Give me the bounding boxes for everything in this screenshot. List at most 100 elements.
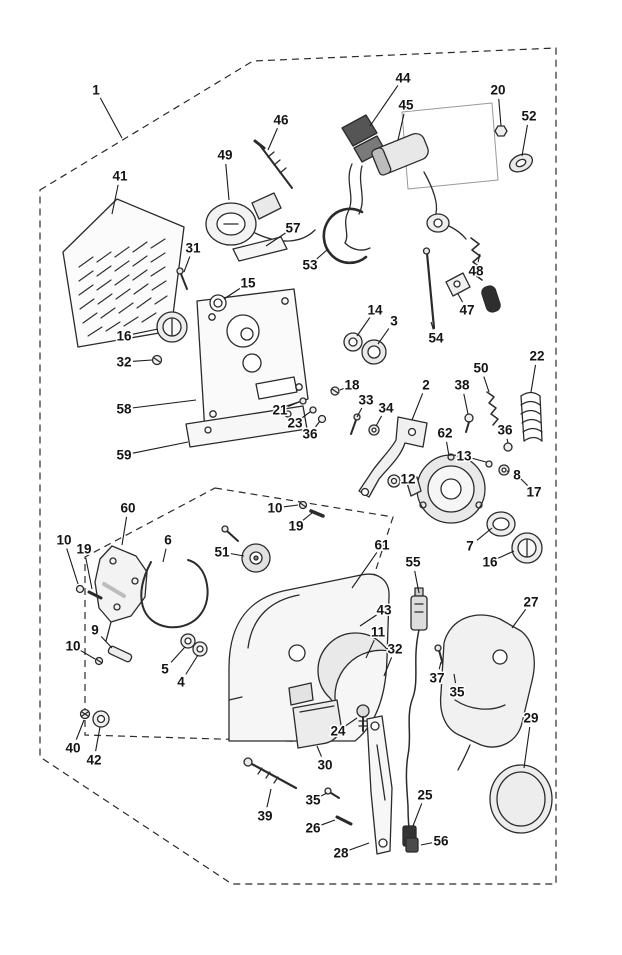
leader-line-31: [183, 256, 191, 273]
leader-line-32a: [132, 359, 153, 362]
part-number-56: 56: [433, 834, 449, 849]
part-number-10b: 10: [56, 533, 71, 548]
leader-line-10b: [66, 548, 79, 585]
part-number-49: 49: [217, 148, 232, 163]
part-number-11: 11: [371, 625, 386, 640]
leader-line-7: [476, 527, 493, 541]
assembly-boundary-dashed: [39, 47, 557, 885]
screw-32-left: [151, 354, 163, 366]
part-number-24: 24: [330, 724, 346, 739]
leader-line-29: [523, 726, 531, 769]
washers-5-4: [180, 633, 208, 657]
leader-line-28: [349, 842, 370, 851]
leader-line-23: [301, 411, 311, 419]
part-number-30: 30: [317, 758, 332, 773]
clip-56: [405, 837, 419, 853]
leader-line-16a: [132, 328, 159, 335]
part-number-19a: 19: [288, 519, 303, 534]
leader-line-17: [520, 478, 529, 487]
part-number-31: 31: [185, 241, 201, 256]
part-number-33: 33: [358, 393, 374, 408]
part-number-12: 12: [400, 472, 415, 487]
leader-line-1: [99, 97, 123, 139]
leader-line-51: [230, 553, 245, 557]
part-number-53: 53: [302, 258, 318, 273]
leader-line-57: [265, 232, 286, 247]
leader-line-36a: [315, 420, 321, 428]
part-number-22: 22: [529, 349, 544, 364]
ring-7: [486, 511, 516, 537]
leader-line-35a: [453, 673, 457, 684]
part-number-35b: 35: [305, 793, 321, 808]
cover-30: [292, 699, 342, 749]
leader-line-10a: [283, 504, 299, 508]
switch-55: [405, 587, 428, 839]
nut-20: [494, 125, 508, 137]
leader-line-39: [266, 788, 272, 808]
mounting-panel-58: [196, 288, 309, 434]
screw-35-bottom: [324, 787, 340, 799]
part-number-45: 45: [398, 98, 414, 113]
leader-line-50: [483, 376, 490, 393]
screw-10-bottom: [94, 656, 104, 666]
wiring-harness: [341, 102, 499, 251]
leader-line-61: [351, 552, 378, 589]
part-number-32a: 32: [116, 355, 131, 370]
control-body-61: [228, 573, 390, 742]
part-number-23: 23: [287, 416, 303, 431]
part-number-46: 46: [273, 113, 289, 128]
coil-spring-22: [520, 391, 543, 442]
screw-39: [243, 757, 298, 790]
screw-37: [434, 644, 444, 666]
instruction-plate: [232, 236, 288, 262]
part-number-8: 8: [513, 468, 521, 483]
part-number-18: 18: [344, 378, 360, 393]
leader-line-13: [472, 457, 487, 463]
part-number-15: 15: [240, 276, 256, 291]
screw-46: [253, 139, 293, 189]
pin-26: [335, 815, 353, 826]
leader-line-9: [100, 636, 113, 649]
shift-arm-28: [366, 715, 393, 855]
leader-line-22: [530, 364, 537, 393]
leader-line-52: [521, 124, 528, 157]
part-number-27: 27: [523, 595, 538, 610]
part-number-48: 48: [468, 264, 484, 279]
part-number-47: 47: [459, 303, 474, 318]
leader-line-3: [377, 328, 390, 345]
part-number-4: 4: [177, 675, 185, 690]
callout-layer: 1414946444520525753311548475414316325859…: [55, 69, 546, 862]
part-number-54: 54: [428, 331, 444, 346]
leader-line-37: [438, 661, 442, 670]
part-number-21: 21: [272, 403, 288, 418]
part-number-61: 61: [374, 538, 390, 553]
part-number-59: 59: [116, 448, 131, 463]
part-number-41: 41: [112, 169, 128, 184]
knob-16-left: [156, 311, 188, 343]
leader-line-48: [477, 253, 481, 263]
part-number-34: 34: [378, 401, 394, 416]
leader-line-5: [170, 646, 186, 663]
part-number-26: 26: [305, 821, 321, 836]
side-housing-27: [439, 614, 535, 771]
grommet-52: [508, 153, 534, 173]
line-art-layer: [62, 102, 553, 855]
screws-10-19-center: [298, 500, 325, 518]
part-number-6: 6: [164, 533, 172, 548]
part-number-10c: 10: [65, 639, 80, 654]
leader-line-38: [463, 393, 469, 415]
part-number-7: 7: [466, 539, 474, 554]
part-number-10a: 10: [267, 501, 282, 516]
bracket-47: [445, 272, 471, 297]
part-number-9: 9: [91, 623, 99, 638]
pin-9: [107, 645, 133, 663]
disc-cap-29: [489, 764, 553, 834]
part-number-5: 5: [161, 662, 169, 677]
leader-line-10c: [80, 650, 96, 660]
grommet-3: [361, 339, 387, 365]
part-number-51: 51: [214, 545, 230, 560]
part-number-50: 50: [473, 361, 488, 376]
part-number-16a: 16: [116, 329, 132, 344]
leader-line-11: [365, 639, 375, 659]
